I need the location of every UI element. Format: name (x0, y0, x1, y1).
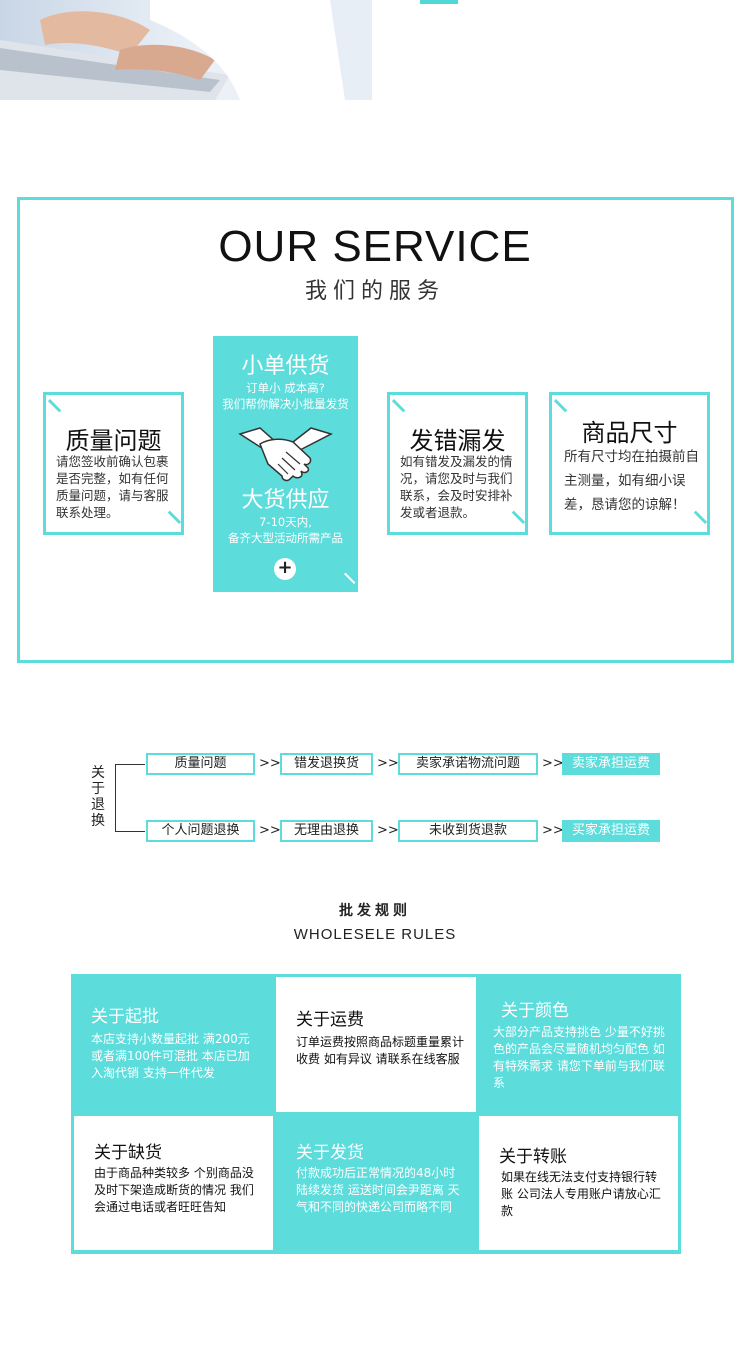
flow-arrow: >> (259, 823, 281, 838)
flow-step: 质量问题 (146, 753, 255, 775)
rule-delivery: 关于发货 付款成功后正常情况的48小时陆续发货 运送时间会尹距离 天气和不同的快… (276, 1116, 476, 1252)
rule-out-of-stock: 关于缺货 由于商品种类较多 个别商品没及时下架造成断货的情况 我们会通过电话或者… (74, 1116, 273, 1250)
rule-title: 关于转账 (499, 1147, 567, 1167)
flow-arrow: >> (542, 823, 564, 838)
rule-body: 大部分产品支持挑色 少量不好挑色的产品会尽量随机均匀配色 如有特殊需求 请您下单… (493, 1025, 665, 1090)
wholesale-subtitle: WHOLESELE RULES (293, 926, 457, 943)
flow-step: 未收到货退款 (398, 820, 538, 842)
corner-slash (47, 399, 62, 413)
rule-body: 如果在线无法支付支持银行转账 公司法人专用账户请放心汇款 (501, 1170, 661, 1218)
rule-bank-transfer: 关于转账 如果在线无法支付支持银行转账 公司法人专用账户请放心汇款 (479, 1116, 678, 1250)
small-order-title: 小单供货 (241, 354, 330, 379)
bulk-supply-title: 大货供应 (241, 488, 330, 513)
returns-label: 关于退换 (91, 765, 105, 829)
bulk-supply-line: 备齐大型活动所需产品 (228, 531, 343, 545)
corner-slash (391, 399, 406, 413)
flow-step: 个人问题退换 (146, 820, 255, 842)
card-product-size: 商品尺寸 所有尺寸均在拍摄前自主测量，如有细小误差，恳请您的谅解！ (549, 392, 710, 535)
flow-arrow: >> (259, 756, 281, 771)
card-body: 所有尺寸均在拍摄前自主测量，如有细小误差，恳请您的谅解！ (564, 449, 699, 513)
service-frame (17, 197, 734, 663)
card-title: 质量问题 (65, 427, 162, 455)
card-wrong-shipment: 发错漏发 如有错发及漏发的情况，请您及时与我们联系，会及时安排补发或者退款。 (387, 392, 528, 535)
bulk-supply-text: 7-10天内, 备齐大型活动所需产品 (213, 514, 358, 546)
rule-body: 订单运费按照商品标题重量累计收费 如有异议 请联系在线客服 (296, 1035, 465, 1066)
small-order-line: 我们帮你解决小批量发货 (222, 397, 349, 411)
card-title: 商品尺寸 (581, 419, 678, 447)
flow-arrow: >> (377, 756, 399, 771)
flow-arrow: >> (377, 823, 399, 838)
flow-result-seller: 卖家承担运费 (562, 753, 660, 775)
rule-body: 付款成功后正常情况的48小时陆续发货 运送时间会尹距离 天气和不同的快递公司而略… (296, 1166, 460, 1214)
accent-tick (420, 0, 458, 4)
corner-slash (344, 572, 356, 584)
card-body: 请您签收前确认包裹是否完整，如有任何质量问题，请与客服联系处理。 (56, 454, 169, 520)
rule-title: 关于颜色 (501, 1001, 569, 1021)
flow-arrow: >> (542, 756, 564, 771)
card-quality: 质量问题 请您签收前确认包裹是否完整，如有任何质量问题，请与客服联系处理。 (43, 392, 184, 535)
rule-body: 由于商品种类较多 个别商品没及时下架造成断货的情况 我们会通过电话或者旺旺告知 (94, 1166, 254, 1214)
small-order-text: 订单小 成本高? 我们帮你解决小批量发货 (213, 380, 358, 412)
rule-body: 本店支持小数量起批 满200元或者满100件可混批 本店已加入淘代销 支持一件代… (91, 1032, 250, 1080)
rule-shipping-fee: 关于运费 订单运费按照商品标题重量累计收费 如有异议 请联系在线客服 (276, 977, 476, 1112)
wholesale-title: 批发规则 (339, 903, 411, 919)
returns-bracket (115, 764, 145, 832)
rule-color: 关于颜色 大部分产品支持挑色 少量不好挑色的产品会尽量随机均匀配色 如有特殊需求… (481, 974, 681, 1110)
plus-icon[interactable]: + (274, 558, 296, 580)
keyboard-photo (0, 0, 372, 100)
flow-step: 错发退换货 (280, 753, 373, 775)
handshake-icon (238, 427, 333, 482)
flow-result-buyer: 买家承担运费 (562, 820, 660, 842)
service-subtitle: 我们的服务 (304, 279, 445, 304)
card-supply: 小单供货 订单小 成本高? 我们帮你解决小批量发货 大货供应 7-10天内, 备… (213, 336, 358, 592)
rule-title: 关于起批 (91, 1007, 159, 1027)
flow-step: 无理由退换 (280, 820, 373, 842)
corner-slash (553, 399, 568, 413)
service-title: OUR SERVICE (218, 222, 532, 271)
rule-title: 关于发货 (296, 1143, 364, 1163)
rule-title: 关于缺货 (94, 1143, 162, 1163)
card-body: 如有错发及漏发的情况，请您及时与我们联系，会及时安排补发或者退款。 (400, 454, 513, 520)
bulk-supply-line: 7-10天内, (259, 515, 312, 529)
rule-title: 关于运费 (296, 1010, 364, 1030)
small-order-line: 订单小 成本高? (246, 381, 325, 395)
rule-min-order: 关于起批 本店支持小数量起批 满200元或者满100件可混批 本店已加入淘代销 … (71, 974, 271, 1110)
flow-step: 卖家承诺物流问题 (398, 753, 538, 775)
card-title: 发错漏发 (409, 427, 506, 455)
wholesale-grid: 关于起批 本店支持小数量起批 满200元或者满100件可混批 本店已加入淘代销 … (71, 974, 681, 1254)
